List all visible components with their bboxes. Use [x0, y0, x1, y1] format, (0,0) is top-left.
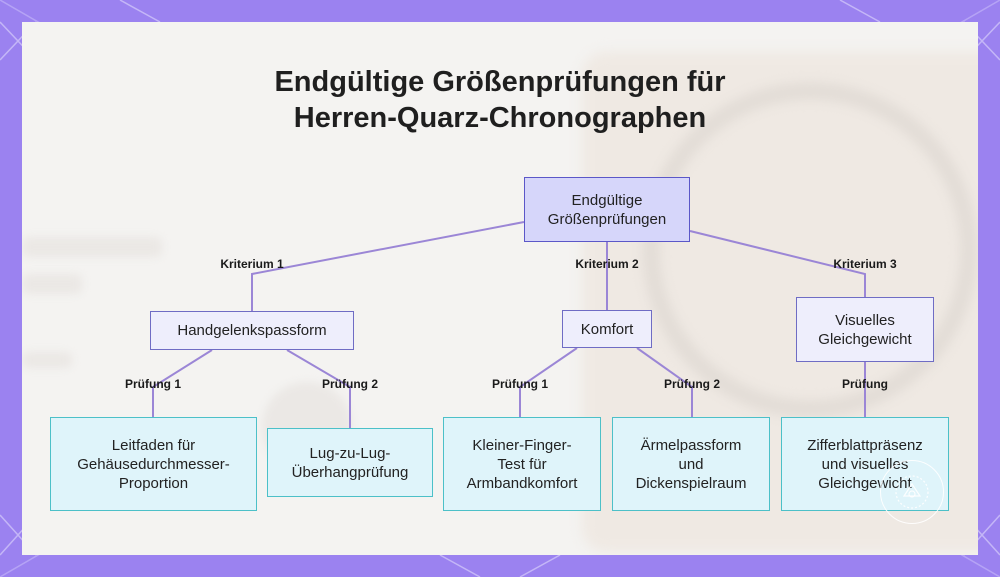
criterion-node-komfort: Komfort [562, 310, 652, 348]
root-node: Endgültige Größenprüfungen [524, 177, 690, 242]
node-text-line: Leitfaden für [111, 436, 196, 454]
edge-label-criterion-3: Kriterium 3 [833, 257, 897, 271]
title-line: Herren-Quarz-Chronographen [293, 102, 707, 134]
node-text-line: Zifferblattpräsenz [807, 436, 923, 454]
connector-root-criterion-3 [689, 230, 866, 297]
edge-label-check: Prüfung [842, 377, 888, 391]
edge-label-check: Prüfung 1 [492, 377, 548, 391]
leaf-node-gehaeusedurchmesser: Leitfaden für Gehäusedurchmesser- Propor… [50, 417, 257, 511]
background-ghost-block [22, 352, 72, 368]
diagram-title: Endgültige Größenprüfungen für Herren-Qu… [22, 64, 978, 136]
node-text-line: und visuelles [821, 455, 909, 473]
node-text-line: Komfort [580, 320, 634, 338]
connector-criterion-1-check-2 [286, 349, 351, 428]
background-ghost-block [22, 237, 162, 257]
node-text-line: und [678, 455, 704, 473]
node-text-line: Ärmelpassform [640, 436, 742, 454]
edge-label-criterion-1: Kriterium 1 [220, 257, 284, 271]
node-text-line: Armbandkomfort [466, 474, 578, 492]
node-text-line: Überhangprüfung [291, 463, 409, 481]
diagram-panel: Endgültige Größenprüfungen für Herren-Qu… [22, 22, 978, 555]
node-text-line: Endgültige [571, 191, 643, 209]
connector-criterion-2-check-1 [519, 347, 578, 417]
edge-label-check: Prüfung 1 [125, 377, 181, 391]
connector-criterion-1-check-1 [152, 349, 213, 417]
edge-label-check: Prüfung 2 [322, 377, 378, 391]
edge-label-check: Prüfung 2 [664, 377, 720, 391]
connector-criterion-2-check-2 [636, 347, 693, 417]
title-line: Endgültige Größenprüfungen für [274, 66, 726, 98]
background-ghost-block [22, 274, 82, 294]
edge-label-criterion-2: Kriterium 2 [575, 257, 639, 271]
connector-lines [152, 221, 866, 428]
leaf-node-aermelpassform: Ärmelpassform und Dickenspielraum [612, 417, 770, 511]
node-text-line: Kleiner-Finger- [472, 436, 572, 454]
node-text-line: Gleichgewicht [818, 330, 912, 348]
leaf-node-lug-zu-lug: Lug-zu-Lug- Überhangprüfung [267, 428, 433, 497]
criterion-node-visuelles-gleichgewicht: Visuelles Gleichgewicht [796, 297, 934, 362]
node-text-line: Test für [497, 455, 547, 473]
node-text-line: Lug-zu-Lug- [309, 444, 391, 462]
node-text-line: Proportion [118, 474, 189, 492]
leaf-node-kleiner-finger-test: Kleiner-Finger- Test für Armbandkomfort [443, 417, 601, 511]
diagram-content: Endgültige Größenprüfungen für Herren-Qu… [22, 22, 978, 555]
criterion-node-handgelenkspassform: Handgelenkspassform [150, 311, 354, 350]
node-text-line: Größenprüfungen [547, 210, 667, 228]
connector-root-criterion-1 [251, 221, 525, 311]
node-text-line: Dickenspielraum [635, 474, 747, 492]
node-text-line: Visuelles [835, 311, 895, 329]
node-text-line: Gehäusedurchmesser- [77, 455, 230, 473]
watermark-badge-icon [880, 460, 944, 524]
node-text-line: Handgelenkspassform [177, 322, 327, 339]
